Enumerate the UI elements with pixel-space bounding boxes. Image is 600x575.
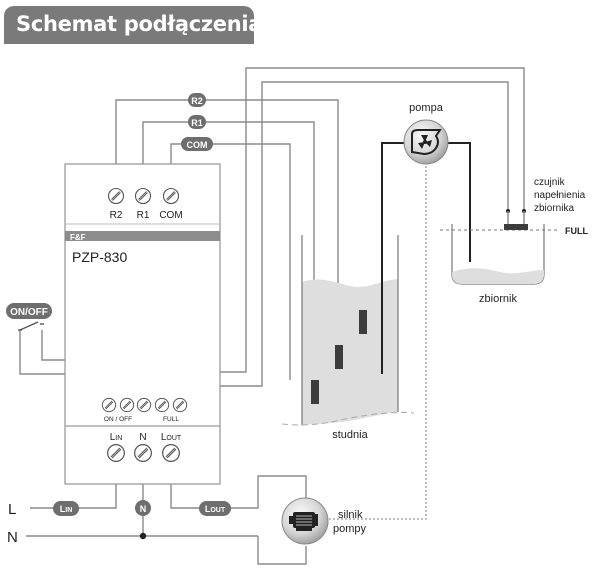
svg-text:ON/OFF: ON/OFF: [10, 307, 48, 318]
wire-n-motor: [257, 536, 307, 565]
well-sensor-low: [311, 380, 319, 404]
tank-sensor-label-1: czujnik: [534, 177, 566, 188]
wire-r1: [142, 121, 315, 365]
svg-text:N: N: [140, 504, 147, 514]
tank-label: zbiornik: [479, 293, 517, 305]
svg-text:R2: R2: [191, 96, 203, 106]
screw-terminal-icon: [107, 187, 125, 205]
supply-label-l: L: [8, 501, 16, 518]
screw-terminal-icon: [101, 397, 117, 413]
top-terminals: R2 R1 COM: [107, 187, 183, 221]
tag-n: [135, 500, 151, 516]
tag-r1: [188, 115, 206, 129]
well-label: studnia: [332, 429, 368, 441]
pump-label: pompa: [409, 102, 444, 114]
tank-sensor-label-2: napełnienia: [534, 190, 586, 201]
device-model: PZP-830: [72, 249, 127, 265]
pump-pipes: [381, 142, 471, 374]
screw-terminal-icon: [134, 444, 152, 462]
screw-terminal-icon: [119, 397, 135, 413]
motor-label-2: pompy: [333, 523, 367, 535]
middle-terminals: ON / OFF FULL: [101, 397, 188, 423]
svg-text:COM: COM: [187, 140, 208, 150]
page-title: Schemat podłączenia: [16, 12, 263, 36]
svg-text:LOUT: LOUT: [205, 504, 226, 514]
tag-com: [181, 137, 213, 151]
pump-motor-link: [327, 162, 427, 520]
device-pzp-830: F&F PZP-830: [64, 163, 221, 485]
svg-text:LIN: LIN: [60, 504, 73, 514]
terminal-label-on-off: ON / OFF: [104, 416, 132, 423]
motor: silnik pompy: [281, 497, 367, 545]
supply-label-n: N: [7, 529, 18, 546]
terminal-label-lin: LIN: [110, 432, 123, 443]
tag-lout: [199, 501, 231, 516]
terminal-label-com: COM: [159, 210, 182, 221]
title-bar: Schemat podłączenia: [4, 6, 262, 44]
tank-sensor-label-3: zbiornika: [534, 203, 574, 214]
screw-terminal-icon: [172, 397, 188, 413]
svg-text:R1: R1: [191, 118, 203, 128]
bottom-terminals: LIN N LOUT: [107, 432, 182, 462]
screw-terminal-icon: [154, 397, 170, 413]
terminal-label-r1: R1: [137, 210, 150, 221]
terminal-label-r2: R2: [110, 210, 123, 221]
screw-terminal-icon: [162, 444, 180, 462]
electric-motor-icon: [289, 512, 318, 531]
device-brand: F&F: [70, 233, 86, 242]
screw-terminal-icon: [134, 187, 152, 205]
terminal-label-n: N: [139, 432, 146, 443]
device-brand-band: [65, 231, 220, 241]
tag-on-off: [6, 303, 52, 319]
pump: pompa: [403, 102, 449, 165]
motor-label-1: silnik: [338, 509, 363, 521]
n-junction-dot: [139, 532, 147, 540]
wire-r2: [115, 99, 339, 310]
switch-icon: [18, 321, 44, 331]
screw-terminal-icon: [107, 444, 125, 462]
well-sensor-high: [359, 310, 367, 334]
screw-terminal-icon: [136, 397, 152, 413]
well-sensor-mid: [335, 345, 343, 369]
pump-fan-icon: [411, 129, 442, 156]
tank: FULL zbiornik czujnik napełnienia zbiorn…: [440, 177, 588, 305]
full-level-label: FULL: [565, 226, 588, 236]
wire-lout: [170, 452, 307, 509]
well: studnia: [281, 235, 415, 441]
wire-tags: R2 R1 COM ON/OFF LIN N LOUT: [6, 93, 231, 516]
terminal-label-full: FULL: [163, 416, 179, 423]
tag-lin: [53, 501, 79, 516]
terminal-label-lout: LOUT: [161, 432, 182, 443]
tank-sensor: [504, 224, 528, 230]
tag-r2: [188, 93, 206, 107]
screw-terminal-icon: [162, 187, 180, 205]
